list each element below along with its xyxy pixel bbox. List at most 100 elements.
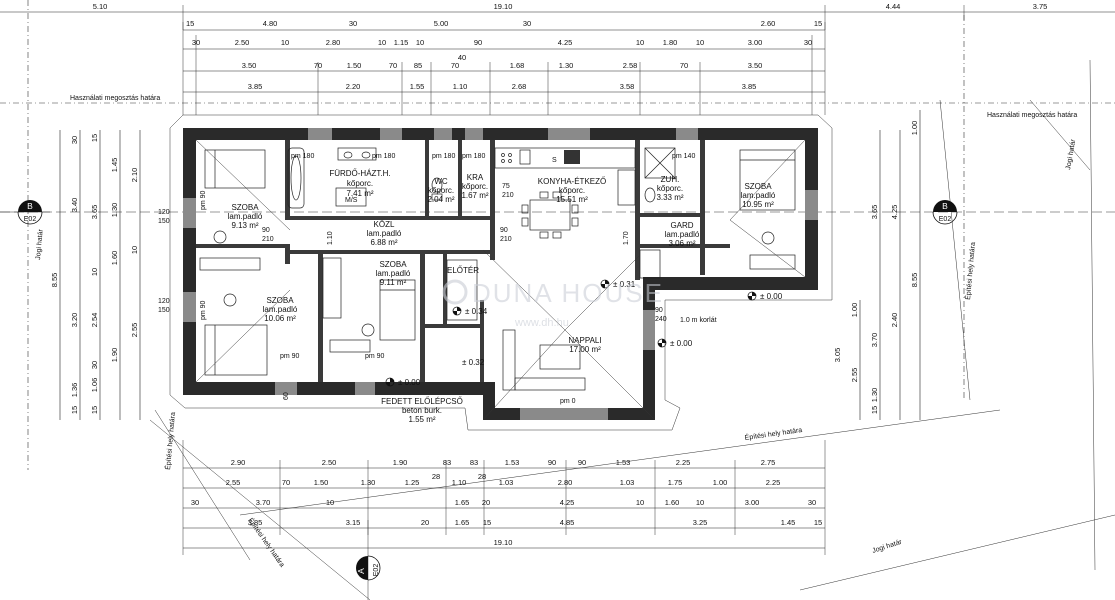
room-wardrobe-floor: lam.padló <box>665 230 700 239</box>
dim-bottom-row3-2: 10 <box>326 498 334 507</box>
dim-bottom-row4-2: 20 <box>421 518 429 527</box>
room-shower-name: ZUH. <box>661 175 680 184</box>
dim-right-col1-1: 3.65 <box>870 205 879 220</box>
dim-bottom-row3-10: 30 <box>808 498 816 507</box>
dim-left-col3-1: 3.65 <box>90 205 99 220</box>
dim-right-col1-7: 15 <box>870 406 879 414</box>
level-living-out: ± 0.00 <box>670 339 693 348</box>
dim-bottom-row3-1: 3.70 <box>256 498 271 507</box>
room-bedroom-sw-floor: lam.padló <box>263 305 298 314</box>
label-pm90c: pm 90 <box>280 353 300 360</box>
dim-top-row4-5: 3.58 <box>620 82 635 91</box>
dim-bottom-row1-4: 83 <box>470 458 478 467</box>
label-door-90: 90 <box>262 227 270 234</box>
dim-top-row3-9: 70 <box>680 61 688 70</box>
dim-bottom-row4-7: 1.45 <box>781 518 796 527</box>
level-living: ± 0.31 <box>613 280 636 289</box>
dim-top-row3-5: 70 <box>451 61 459 70</box>
dim-bottom-row4-5: 4.85 <box>560 518 575 527</box>
room-porch-name: FEDETT ELŐLÉPCSŐ <box>381 397 463 406</box>
room-pantry-name: KRA <box>467 173 484 182</box>
level-marker-icon <box>657 338 667 348</box>
label-win-150b: 150 <box>158 307 170 314</box>
roof-outline <box>169 114 833 431</box>
label-win-60: 60 <box>283 392 290 400</box>
dim-bottom-row1-10: 2.75 <box>761 458 776 467</box>
dim-bottom-row1-2: 1.90 <box>393 458 408 467</box>
dim-bottom-row5-0: 19.10 <box>494 538 513 547</box>
dim-bottom-row1-3: 83 <box>443 458 451 467</box>
level-porch: ± 0.00 <box>398 378 421 387</box>
legal-boundary-bottom-label: Jogi határ <box>871 539 903 555</box>
label-pm0: pm 0 <box>560 398 576 405</box>
level-entrance: ± 0.34 <box>465 307 488 316</box>
dim-left-col3-6: 15 <box>90 406 99 414</box>
room-kitchen-area: 15.51 m² <box>556 195 588 204</box>
dim-right-col1-3: 1.00 <box>850 303 859 318</box>
dim-bottom-row2-7: 28 <box>478 472 486 481</box>
label-pm180a: pm 180 <box>291 153 314 160</box>
dim-bottom-row3-4: 20 <box>482 498 490 507</box>
dim-top-row1-3: 5.00 <box>434 19 449 28</box>
dim-top-row1-6: 15 <box>814 19 822 28</box>
room-entrance-name: ELŐTÉR <box>447 266 479 275</box>
label-pm90d: pm 90 <box>365 353 385 360</box>
room-bedroom-mid-area: 9.11 m² <box>380 278 407 287</box>
dim-bottom-row4-4: 15 <box>483 518 491 527</box>
dim-bottom-row2-5: 28 <box>432 472 440 481</box>
section-bottom-sheet: E02 <box>373 564 380 577</box>
dim-bottom-row2-12: 1.00 <box>713 478 728 487</box>
dim-top-row3-8: 2.58 <box>623 61 638 70</box>
label-170: 1.70 <box>623 231 630 245</box>
label-door-75: 75 <box>502 183 510 190</box>
level-marker-icon <box>385 377 395 387</box>
use-boundary-left-label: Használati megosztás határa <box>70 95 160 102</box>
dim-left-col5-0: 2.10 <box>130 168 139 183</box>
watermark: DUNA HOUSE www.dh.hu <box>442 278 664 329</box>
dim-bottom-row1-1: 2.50 <box>322 458 337 467</box>
room-wardrobe-name: GARD <box>670 221 693 230</box>
room-bedroom-ne-name: SZOBA <box>744 182 772 191</box>
dim-left-col2-0: 3.40 <box>70 198 79 213</box>
room-kitchen-name: KONYHA-ÉTKEZŐ <box>538 177 606 186</box>
dim-left-col5-1: 10 <box>130 246 139 254</box>
room-bath-name: FÜRDŐ-HÁZT.H. <box>329 169 390 178</box>
room-bedroom-sw-area: 10.06 m² <box>264 314 296 323</box>
dim-top-row3-2: 1.50 <box>347 61 362 70</box>
room-bedroom-ne-floor: lam.padló <box>741 191 776 200</box>
dim-left-col3-2: 10 <box>90 268 99 276</box>
room-bedroom-ne-area: 10.95 m² <box>742 200 774 209</box>
room-bedroom-mid-name: SZOBA <box>379 260 407 269</box>
dim-top-row2-1: 2.50 <box>235 38 250 47</box>
label-pm180d: pm 180 <box>462 153 485 160</box>
dim-top-row4-6: 3.85 <box>742 82 757 91</box>
dim-bottom-row2-1: 70 <box>282 478 290 487</box>
dim-top-row2-2: 10 <box>281 38 289 47</box>
dim-left-col5-2: 2.55 <box>130 323 139 338</box>
bottom-dimension-chains: 2.90 2.50 1.90 83 83 1.53 90 90 1.53 2.2… <box>182 440 826 555</box>
label-railing: 1.0 m korlát <box>680 317 717 324</box>
room-wardrobe-area: 3.06 m² <box>668 239 695 248</box>
dim-bottom-row3-8: 10 <box>696 498 704 507</box>
label-pm180c: pm 180 <box>432 153 455 160</box>
label-pm90b: pm 90 <box>200 300 207 320</box>
level-markers: ± 0.00 ± 0.00 ± 0.00 ± 0.31 ± 0.34 ± 0.3… <box>385 279 783 387</box>
label-door-210c: 210 <box>502 192 514 199</box>
dim-bottom-row1-6: 90 <box>548 458 556 467</box>
room-bedroom-nw-area: 9.13 m² <box>231 221 258 230</box>
dim-top-row3-11: 40 <box>458 53 466 62</box>
room-bath-area: 7.41 m² <box>346 189 373 198</box>
dim-bottom-row1-8: 1.53 <box>616 458 631 467</box>
dim-bottom-row2-13: 2.25 <box>766 478 781 487</box>
dim-bottom-row3-3: 1.65 <box>455 498 470 507</box>
dim-top-row3-6: 1.68 <box>510 61 525 70</box>
top-dimension-chains: 5.10 19.10 4.44 3.75 15 4.80 30 5.00 30 … <box>0 2 1115 115</box>
watermark-brand: DUNA HOUSE <box>472 278 664 308</box>
section-marker-right: B E02 <box>932 200 958 225</box>
dim-top-row0-3: 3.75 <box>1033 2 1048 11</box>
label-door-240: 240 <box>655 316 667 323</box>
dim-right-col1-0: 1.00 <box>910 121 919 136</box>
dim-left-col4-1: 1.30 <box>110 203 119 218</box>
room-pantry-area: 1.67 m² <box>461 191 488 200</box>
